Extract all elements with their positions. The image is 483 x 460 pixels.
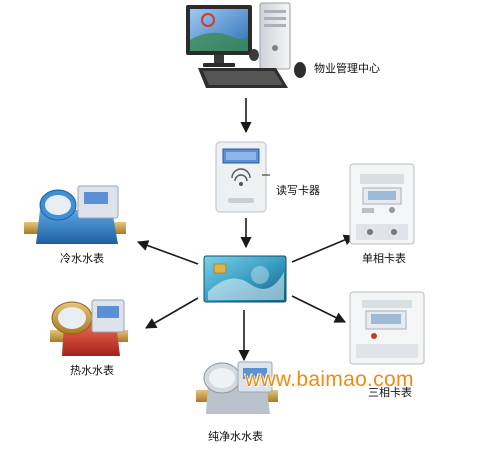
three-phase-meter-label: 三相卡表	[368, 385, 412, 399]
cold-water-meter-label: 冷水水表	[60, 251, 104, 265]
card-reader-icon	[215, 141, 270, 213]
three-phase-meter-icon	[349, 291, 425, 365]
management-center-label: 物业管理中心	[314, 61, 380, 75]
hot-water-meter-icon	[50, 299, 128, 356]
card-reader-label: 读写卡器	[276, 183, 320, 197]
arrow-card-to-three-phase	[291, 295, 347, 323]
arrow-card-to-hot-meter	[145, 297, 199, 329]
arrow-card-to-cold-meter	[136, 240, 199, 265]
hot-water-meter-label: 热水水表	[70, 363, 114, 377]
single-phase-meter-label: 单相卡表	[362, 251, 406, 265]
watermark-text: www.baimao.com	[245, 368, 414, 391]
pure-water-meter-label: 纯净水水表	[208, 429, 263, 443]
pure-water-meter-icon	[196, 361, 278, 414]
computer-icon	[186, 2, 306, 88]
arrow-card-to-single-phase	[291, 234, 356, 263]
cold-water-meter-icon	[24, 185, 126, 244]
ic-card-icon	[203, 255, 287, 303]
single-phase-meter-icon	[349, 163, 415, 245]
